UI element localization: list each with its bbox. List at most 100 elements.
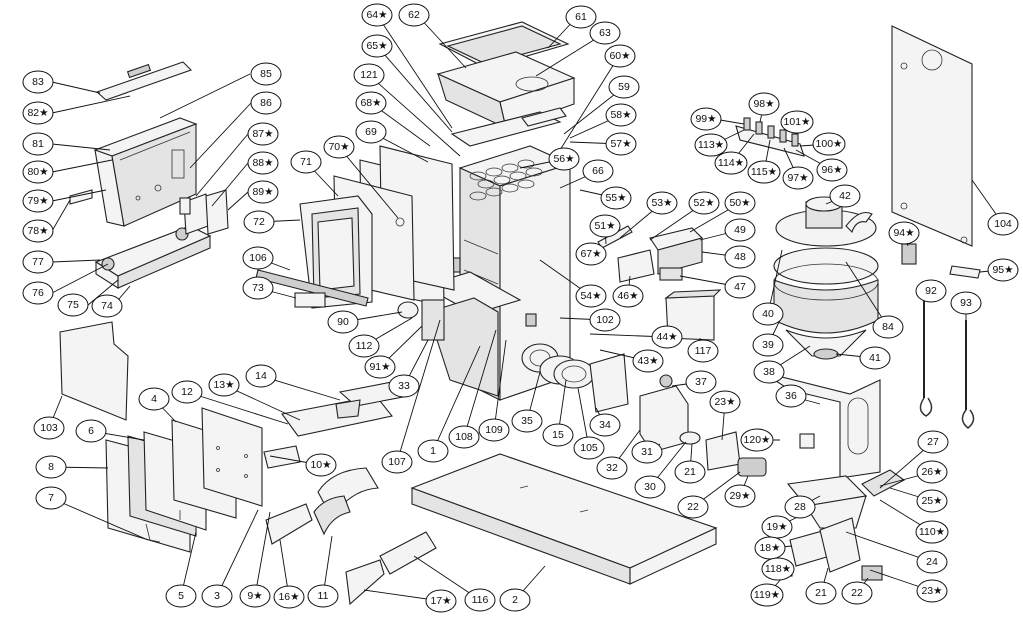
callout-100: 100★ xyxy=(812,132,846,156)
callout-117: 117 xyxy=(687,339,719,363)
callout-91: 91★ xyxy=(364,355,396,379)
callout-88: 88★ xyxy=(247,151,279,175)
callout-22b: 22 xyxy=(841,581,873,605)
svg-text:98★: 98★ xyxy=(753,98,775,110)
callout-24: 24 xyxy=(916,550,948,574)
callout-79: 79★ xyxy=(22,189,54,213)
right-small-parts xyxy=(761,243,981,479)
svg-text:30: 30 xyxy=(644,481,656,493)
svg-text:64★: 64★ xyxy=(366,9,388,21)
callout-46: 46★ xyxy=(612,284,644,308)
svg-text:21: 21 xyxy=(815,587,827,599)
svg-text:70★: 70★ xyxy=(328,141,350,153)
svg-text:23★: 23★ xyxy=(921,585,943,597)
parts-layer xyxy=(59,21,981,606)
svg-text:65★: 65★ xyxy=(366,40,388,52)
callout-112: 112 xyxy=(348,334,380,358)
svg-text:42: 42 xyxy=(839,190,851,202)
svg-text:34: 34 xyxy=(599,419,611,431)
svg-text:7: 7 xyxy=(48,492,54,504)
svg-text:22: 22 xyxy=(687,501,699,513)
callout-67: 67★ xyxy=(575,242,607,266)
svg-text:101★: 101★ xyxy=(784,116,812,128)
callout-7: 7 xyxy=(35,486,67,510)
callout-23a: 23★ xyxy=(709,390,741,414)
svg-text:38: 38 xyxy=(763,366,775,378)
svg-text:61: 61 xyxy=(575,11,587,23)
callout-108: 108 xyxy=(448,425,480,449)
callout-31: 31 xyxy=(631,440,663,464)
svg-text:22: 22 xyxy=(851,587,863,599)
callout-69: 69 xyxy=(355,120,387,144)
callout-50: 50★ xyxy=(724,191,756,215)
heat-exchanger-body xyxy=(422,145,572,401)
callout-56: 56★ xyxy=(548,147,580,171)
callout-54: 54★ xyxy=(575,284,607,308)
svg-text:11: 11 xyxy=(318,590,329,602)
svg-text:21: 21 xyxy=(684,466,696,478)
callout-9: 9★ xyxy=(239,584,271,608)
svg-text:3: 3 xyxy=(214,590,220,602)
svg-text:105: 105 xyxy=(580,442,598,454)
callout-21a: 21 xyxy=(674,460,706,484)
callout-84: 84 xyxy=(872,315,904,339)
svg-text:77: 77 xyxy=(32,256,44,268)
svg-text:80★: 80★ xyxy=(27,166,49,178)
callout-98: 98★ xyxy=(748,92,780,116)
svg-text:63: 63 xyxy=(599,27,611,39)
callout-90: 90 xyxy=(327,310,359,334)
svg-text:43★: 43★ xyxy=(637,355,659,367)
callout-42: 42 xyxy=(829,184,861,208)
svg-text:32: 32 xyxy=(606,462,618,474)
callout-1: 1 xyxy=(417,439,449,463)
svg-text:68★: 68★ xyxy=(360,97,382,109)
callout-28: 28 xyxy=(784,495,816,519)
callout-30: 30 xyxy=(634,475,666,499)
svg-text:91★: 91★ xyxy=(369,361,391,373)
callout-32: 32 xyxy=(596,456,628,480)
svg-text:73: 73 xyxy=(252,282,264,294)
callout-41: 41 xyxy=(859,346,891,370)
callout-61: 61 xyxy=(565,5,597,29)
callout-8: 8 xyxy=(35,455,67,479)
svg-text:52★: 52★ xyxy=(693,197,715,209)
svg-text:100★: 100★ xyxy=(816,138,844,150)
callout-78: 78★ xyxy=(22,219,54,243)
svg-text:113★: 113★ xyxy=(698,139,725,151)
callout-74: 74 xyxy=(91,294,123,318)
svg-text:89★: 89★ xyxy=(252,186,274,198)
callout-71: 71 xyxy=(290,150,322,174)
svg-text:118★: 118★ xyxy=(765,563,792,575)
svg-text:41: 41 xyxy=(869,352,881,364)
svg-text:90: 90 xyxy=(337,316,349,328)
callout-118: 118★ xyxy=(761,557,795,581)
callout-29: 29★ xyxy=(724,484,756,508)
callout-63: 63 xyxy=(589,21,621,45)
callout-113: 113★ xyxy=(694,133,728,157)
callout-36: 36 xyxy=(775,384,807,408)
callout-114: 114★ xyxy=(714,151,748,175)
svg-text:36: 36 xyxy=(785,390,797,402)
callout-82: 82★ xyxy=(22,101,54,125)
ash-drawer-assembly xyxy=(69,61,229,290)
svg-text:106: 106 xyxy=(249,252,267,264)
callout-39: 39 xyxy=(752,333,784,357)
callout-27: 27 xyxy=(917,430,949,454)
callout-55: 55★ xyxy=(600,186,632,210)
svg-text:103: 103 xyxy=(40,422,58,434)
svg-text:8: 8 xyxy=(48,461,54,473)
callout-51: 51★ xyxy=(589,214,621,238)
callout-99: 99★ xyxy=(690,107,722,131)
callout-120: 120★ xyxy=(740,428,774,452)
callout-40: 40 xyxy=(752,302,784,326)
svg-text:75: 75 xyxy=(67,299,79,311)
callout-60: 60★ xyxy=(604,44,636,68)
callout-72: 72 xyxy=(243,210,275,234)
callout-83: 83 xyxy=(22,70,54,94)
svg-text:109: 109 xyxy=(485,424,503,436)
svg-text:46★: 46★ xyxy=(617,290,639,302)
svg-text:62: 62 xyxy=(408,9,420,21)
svg-text:74: 74 xyxy=(101,300,113,312)
callout-16: 16★ xyxy=(273,585,305,609)
svg-text:115★: 115★ xyxy=(751,166,778,178)
